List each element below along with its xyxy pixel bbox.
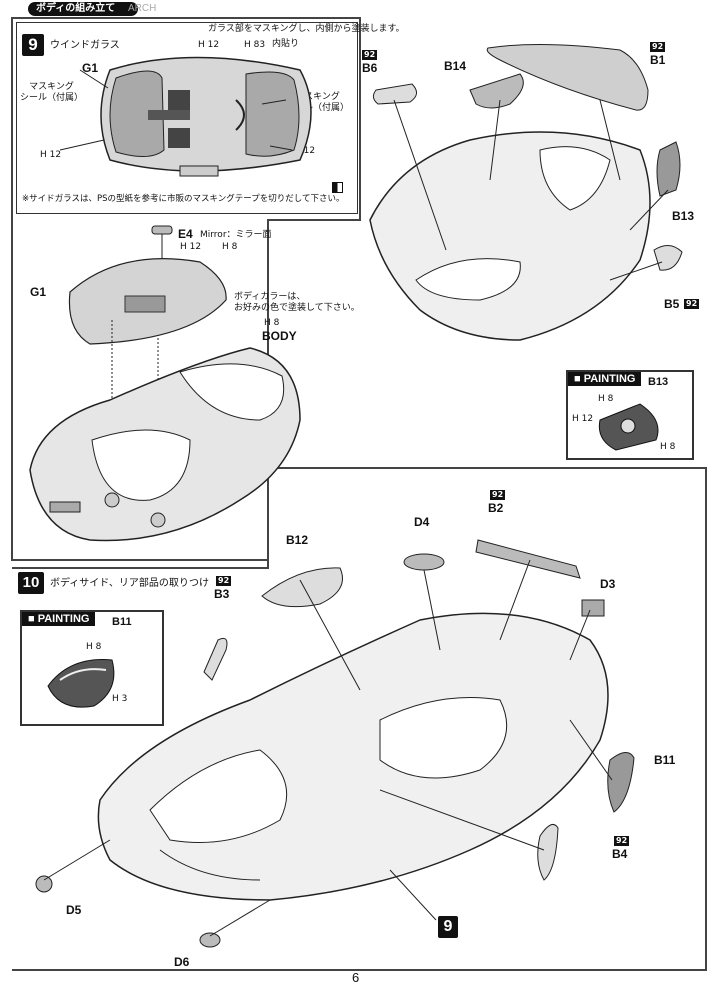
step9-note-top: ガラス部をマスキングし、内側から塗装します。 bbox=[208, 24, 405, 34]
body-label: BODY bbox=[262, 329, 297, 343]
header-bar bbox=[28, 2, 138, 16]
page-number: 6 bbox=[352, 970, 360, 985]
b2-code: 92 bbox=[490, 490, 506, 500]
d3-label: D3 bbox=[600, 577, 616, 591]
header-brand: ARCH bbox=[128, 3, 157, 14]
b2-label: B2 bbox=[488, 501, 504, 515]
b11-h8: H 8 bbox=[86, 642, 102, 652]
h12-c: H 12 bbox=[294, 146, 316, 156]
b3-code: 92 bbox=[216, 576, 232, 586]
b12-label: B12 bbox=[286, 533, 309, 547]
b1-code: 92 bbox=[650, 42, 666, 52]
step-10-number: 10 bbox=[18, 572, 44, 594]
painting-b13-part: B13 bbox=[648, 376, 669, 388]
b13-h8b: H 8 bbox=[660, 442, 676, 452]
painting-header-b11: ■ PAINTING bbox=[22, 612, 96, 626]
b14-label: B14 bbox=[444, 59, 467, 73]
painting-header-b13: ■ PAINTING bbox=[568, 372, 642, 386]
h83: H 83 bbox=[244, 40, 266, 50]
masking-left: マスキング シール（付属） bbox=[20, 82, 84, 103]
b5-code: 92 bbox=[684, 299, 700, 309]
g1-label-b: G1 bbox=[30, 285, 47, 299]
b13-h12: H 12 bbox=[572, 414, 594, 424]
b1-label: B1 bbox=[650, 53, 666, 67]
d4-label: D4 bbox=[414, 515, 430, 529]
d5-label: D5 bbox=[66, 903, 82, 917]
h12-e4: H 12 bbox=[180, 242, 202, 252]
masking-right: マスキング シール（付属） bbox=[286, 92, 350, 113]
color-chip-icon bbox=[332, 182, 343, 193]
g1-label: G1 bbox=[82, 61, 99, 75]
b3-label: B3 bbox=[214, 587, 230, 601]
body-color-note: ボディカラーは、 お好みの色で塗装して下さい。 bbox=[234, 292, 360, 313]
b4-label: B4 bbox=[612, 847, 628, 861]
side-glass-note: ※サイドガラスは、PSの型紙を参考に市販のマスキングテープを切りだして下さい。 bbox=[22, 194, 345, 204]
ref-step-9: 9 bbox=[438, 916, 458, 938]
b11-h3: H 3 bbox=[112, 694, 128, 704]
step10-title: ボディサイド、リア部品の取りつけ bbox=[50, 578, 209, 589]
b6-label: B6 bbox=[362, 61, 378, 75]
e4-label: E4 bbox=[178, 227, 193, 241]
h12-a: H 12 bbox=[198, 40, 220, 50]
b11-label: B11 bbox=[654, 753, 676, 767]
header-title: ボディの組み立て bbox=[36, 3, 116, 14]
b6-code: 92 bbox=[362, 50, 378, 60]
d6-label: D6 bbox=[174, 955, 190, 969]
h8-body: H 8 bbox=[264, 318, 280, 328]
step9-title: ウインドガラス bbox=[50, 40, 120, 51]
b5-label: B5 bbox=[664, 297, 680, 311]
b13-h8a: H 8 bbox=[598, 394, 614, 404]
step-9-number: 9 bbox=[22, 34, 44, 56]
inner-label: 内貼り bbox=[272, 39, 300, 49]
b4-code: 92 bbox=[614, 836, 630, 846]
b13-label: B13 bbox=[672, 209, 695, 223]
painting-b11-part: B11 bbox=[112, 616, 132, 628]
h8-e4: H 8 bbox=[222, 242, 238, 252]
h12-b: H 12 bbox=[40, 150, 62, 160]
mirror-label: Mirror：ミラー面 bbox=[200, 230, 272, 240]
